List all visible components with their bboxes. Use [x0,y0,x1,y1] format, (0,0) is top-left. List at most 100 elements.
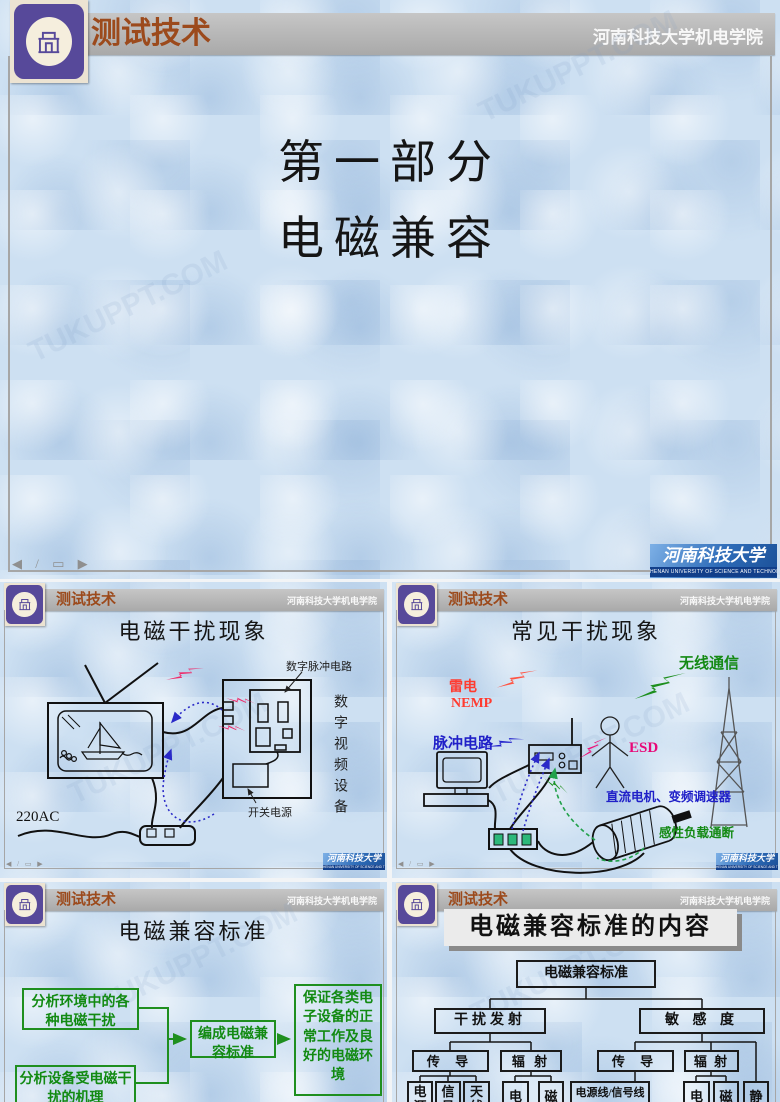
nav-next-icon[interactable]: ▶ [37,860,45,868]
slide-title: 电磁干扰现象 [118,619,269,644]
university-seal-icon [4,883,45,926]
nav-page-icon[interactable]: ▭ [52,556,70,571]
seal-badge [13,4,85,79]
nav-prev-icon[interactable]: ◀ [6,860,14,868]
slide-3-common-interference: 测试技术 河南科技大学机电学院 TUKUPPT.COM 常见干扰现象 [392,582,780,878]
tv-icon [47,662,164,779]
footer-logo-en: HENAN UNIVERSITY OF SCIENCE AND TECHNOLO… [650,567,777,577]
tree-node-susceptibility: 敏 感 度 [639,1008,765,1034]
power-strip-icon [139,825,196,846]
nav-separator: / [35,556,44,571]
lightning-label: 雷电 [449,680,477,695]
slide-1-title: 测试技术 河南科技大学机电学院 TUKUPPT.COM TUKUPPT.COM … [0,0,780,579]
tree-leaf-static: 静 [743,1081,769,1102]
sailboat-sketch-icon [59,714,143,763]
gate-glyph-icon [38,31,60,53]
tree-node-radiation-2: 辐 射 [684,1050,739,1072]
computer-icon [423,751,489,807]
radio-tower-icon [710,677,748,828]
circuit-chips-icon [255,701,293,751]
slide-frame [4,910,384,1102]
emi-diagram [17,659,312,846]
flow-box-guarantee: 保证各类电子设备的正常工作及良好的电磁环境 [294,984,382,1096]
tree-root-emc-standard: 电磁兼容标准 [516,960,656,988]
slide-nav: ◀ / ▭ ▶ [6,860,45,868]
tree-leaf-power-signal-line: 电源线/信号线 [570,1081,650,1102]
slide-title: 电磁兼容标准 [118,919,269,944]
interference-diagram [423,665,748,874]
course-title: 测试技术 [91,17,211,50]
gate-glyph-icon [19,599,30,611]
slide-nav: ◀ / ▭ ▶ [398,860,437,868]
slide-frame [8,56,772,572]
label-leader-lines [247,671,303,804]
school-name: 河南科技大学机电学院 [593,28,763,47]
header-bar: 测试技术 河南科技大学机电学院 [428,589,777,611]
header-bar: 测试技术 河南科技大学机电学院 [57,13,775,55]
flow-box-analyze-device: 分析设备受电磁干扰的机理 [15,1065,136,1102]
course-title: 测试技术 [448,592,509,608]
switch-power-label: 开关电源 [248,807,292,819]
course-title: 测试技术 [56,892,117,908]
flowchart-connectors [136,1007,291,1084]
slide-nav: ◀ / ▭ ▶ [12,556,93,572]
tree-leaf-magnetic-2: 磁 [713,1081,739,1102]
university-footer-logo: 河南科技大学 HENAN UNIVERSITY OF SCIENCE AND T… [323,853,385,870]
university-seal-icon [396,883,437,926]
nav-prev-icon[interactable]: ◀ [12,556,27,571]
header-bar: 测试技术 河南科技大学机电学院 [36,889,384,911]
flow-box-compile-standard: 编成电磁兼容标准 [190,1020,276,1061]
tree-node-conduction-1: 传 导 [412,1050,489,1072]
tree-leaf-electric-1: 电 [502,1081,529,1102]
tree-connectors [419,988,757,1081]
tree-node-radiation-1: 辐 射 [500,1050,562,1072]
green-interference-arrows [548,767,645,862]
nav-next-icon[interactable]: ▶ [77,556,93,571]
nav-next-icon[interactable]: ▶ [429,860,437,868]
gate-glyph-icon [411,599,422,611]
school-name: 河南科技大学机电学院 [286,896,377,906]
school-name: 河南科技大学机电学院 [286,596,377,606]
pulse-circuit-label: 脉冲电路 [433,736,494,752]
slide-frame [396,610,776,869]
university-seal-icon [396,583,437,626]
lightning-bolt-icon [166,659,256,742]
university-seal-icon [10,0,88,83]
slide-frame [396,910,776,1102]
part-subject-title: 电磁兼容 [278,213,502,264]
ac-220-label: 220AC [16,809,60,825]
nav-prev-icon[interactable]: ◀ [398,860,406,868]
tree-leaf-magnetic-1: 磁 [538,1081,564,1102]
seal-circle [25,16,73,67]
nav-page-icon[interactable]: ▭ [416,860,426,868]
nav-separator: / [17,860,22,868]
header-bar: 测试技术 河南科技大学机电学院 [36,589,384,611]
flow-box-analyze-environment: 分析环境中的各种电磁干扰 [22,988,139,1030]
tree-node-conduction-2: 传 导 [597,1050,674,1072]
slide-2-emi-phenomenon: 测试技术 河南科技大学机电学院 TUKUPPT.COM 电磁干扰现象 [0,582,387,878]
nav-page-icon[interactable]: ▭ [24,860,34,868]
slide-title-box: 电磁兼容标准的内容 [444,909,737,946]
person-stick-figure-icon [591,716,629,789]
university-footer-logo: 河南科技大学 HENAN UNIVERSITY OF SCIENCE AND T… [650,544,777,578]
nav-separator: / [409,860,414,868]
interference-path-arrows [162,701,223,823]
tree-node-emission: 干扰发射 [434,1008,546,1034]
slide-4-emc-standard: 测试技术 河南科技大学机电学院 TUKUPPT.COM 电磁兼容标准 分析环境中… [0,882,387,1102]
gate-glyph-icon [19,899,30,911]
university-footer-logo: 河南科技大学 HENAN UNIVERSITY OF SCIENCE AND T… [716,853,778,870]
slide-title: 常见干扰现象 [510,619,661,644]
gate-glyph-icon [411,899,422,911]
digital-pulse-circuit-label: 数字脉冲电路 [286,661,352,673]
part-number-title: 第一部分 [278,137,502,188]
tree-leaf-power: 电源 [407,1081,433,1102]
inductive-load-label: 感性负载通断 [659,826,735,840]
radio-device-icon [528,718,582,774]
tree-leaf-antenna: 天线 [463,1081,490,1102]
digital-equipment-box [222,679,312,799]
school-name: 河南科技大学机电学院 [679,896,770,906]
slide-5-emc-standard-contents: 测试技术 河南科技大学机电学院 TUKUPPT.COM 电磁兼容标准的内容 电磁… [392,882,780,1102]
wireless-comm-label: 无线通信 [679,656,740,672]
header-bar: 测试技术 河南科技大学机电学院 [428,889,777,911]
nemp-label: NEMP [451,696,493,711]
